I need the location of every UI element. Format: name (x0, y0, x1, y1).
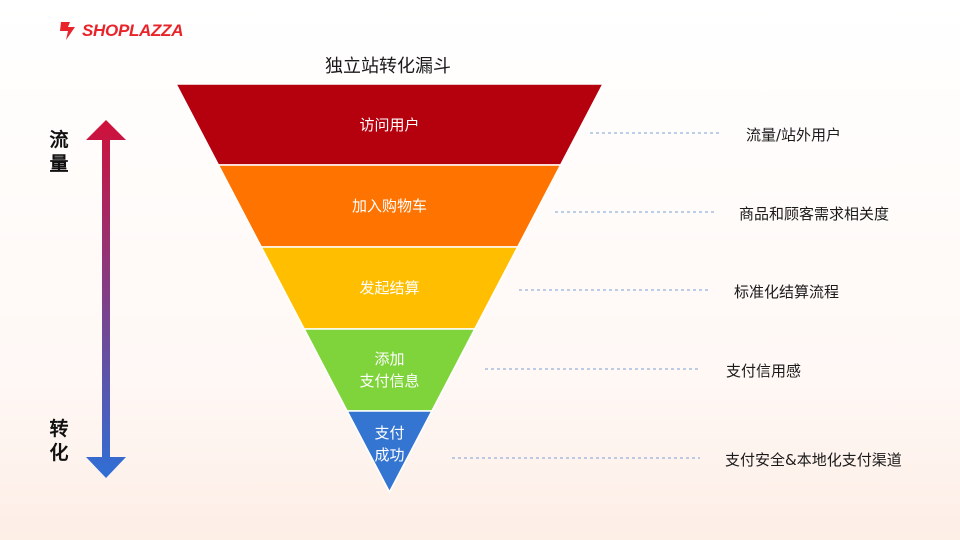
funnel-stage-label: 添加支付信息 (359, 350, 420, 390)
funnel-stage-label: 支付成功 (374, 423, 405, 464)
logo-text: SHOPLAZZA (82, 21, 184, 40)
conversion-axis-label: 转化 (49, 418, 69, 464)
stage-description: 标准化结算流程 (734, 283, 840, 301)
funnel-stage-label: 加入购物车 (351, 197, 427, 215)
stage-description: 支付安全&本地化支付渠道 (725, 451, 902, 469)
shoplazza-logo: SHOPLAZZA (58, 18, 183, 44)
funnel-stage-label: 发起结算 (359, 279, 420, 297)
funnel-stage-label: 访问用户 (359, 115, 420, 134)
page-title: 独立站转化漏斗 (325, 56, 451, 77)
stage-description: 流量/站外用户 (746, 126, 842, 144)
shoplazza-logo-icon (60, 22, 75, 40)
funnel-stage-5 (345, 410, 434, 494)
stage-description: 支付信用感 (726, 362, 802, 380)
flow-conversion-arrow (86, 120, 126, 478)
traffic-axis-label: 流量 (49, 129, 69, 175)
stage-description: 商品和顾客需求相关度 (739, 205, 890, 223)
